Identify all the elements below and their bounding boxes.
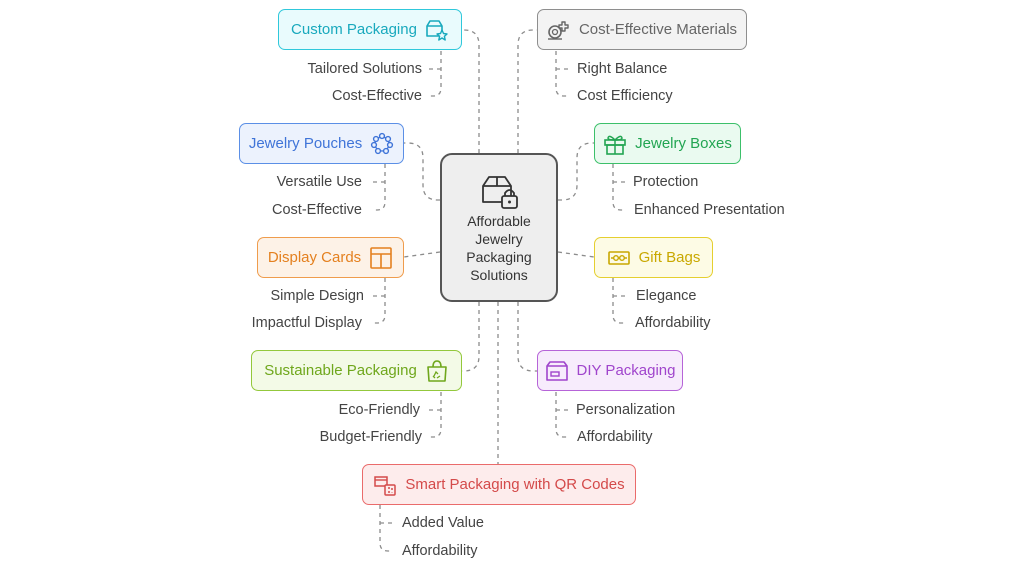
center-node: Affordable Jewelry Packaging Solutions bbox=[440, 153, 558, 302]
sub-item: Elegance bbox=[636, 288, 697, 304]
node-jewelry-pouches[interactable]: Jewelry Pouches bbox=[239, 123, 404, 164]
sub-item: Cost-Effective bbox=[272, 202, 362, 218]
box-star-icon bbox=[426, 19, 448, 41]
bracket-materials bbox=[555, 51, 569, 97]
sub-item: Tailored Solutions bbox=[307, 61, 422, 77]
sub-item: Affordability bbox=[402, 543, 478, 559]
node-label: DIY Packaging bbox=[576, 362, 676, 379]
qr-scan-icon bbox=[374, 475, 397, 496]
sub-item: Affordability bbox=[635, 315, 711, 331]
bracket-sustainable bbox=[428, 392, 442, 438]
bracket-diy bbox=[555, 392, 569, 438]
sub-item: Enhanced Presentation bbox=[634, 202, 785, 218]
sub-item: Right Balance bbox=[577, 61, 668, 77]
sub-item: Added Value bbox=[402, 515, 484, 531]
node-label: Cost-Effective Materials bbox=[578, 21, 738, 38]
node-label: Smart Packaging with QR Codes bbox=[405, 476, 625, 493]
sub-item: Protection bbox=[633, 174, 699, 190]
node-jewelry-boxes[interactable]: Jewelry Boxes bbox=[594, 123, 741, 164]
sub-item: Affordability bbox=[577, 429, 653, 445]
bracket-smart bbox=[379, 505, 393, 552]
node-custom-packaging[interactable]: Custom Packaging bbox=[278, 9, 462, 50]
connector-pouches bbox=[404, 142, 440, 201]
connector-custom bbox=[462, 29, 480, 153]
gift-icon bbox=[604, 135, 626, 155]
node-cost-effective-materials[interactable]: Cost-Effective Materials bbox=[537, 9, 747, 50]
bracket-display bbox=[372, 278, 386, 324]
node-display-cards[interactable]: Display Cards bbox=[257, 237, 404, 278]
bracket-custom bbox=[428, 51, 442, 97]
node-sustainable-packaging[interactable]: Sustainable Packaging bbox=[251, 350, 462, 391]
sub-item: Cost-Effective bbox=[332, 88, 422, 104]
coins-icon bbox=[547, 20, 569, 40]
recycle-bag-icon bbox=[426, 359, 447, 382]
sub-item: Simple Design bbox=[270, 288, 365, 304]
layout-card-icon bbox=[370, 246, 392, 269]
connector-sustainable bbox=[462, 302, 480, 372]
node-label: Gift Bags bbox=[638, 249, 701, 266]
ticket-icon bbox=[607, 250, 630, 265]
bead-ring-icon bbox=[371, 132, 394, 154]
sub-item: Eco-Friendly bbox=[338, 402, 420, 418]
node-diy-packaging[interactable]: DIY Packaging bbox=[537, 350, 683, 391]
connector-boxes bbox=[558, 142, 594, 201]
connector-giftbags bbox=[557, 251, 595, 258]
sub-item: Budget-Friendly bbox=[319, 429, 422, 445]
node-gift-bags[interactable]: Gift Bags bbox=[594, 237, 713, 278]
bracket-pouches bbox=[372, 164, 386, 211]
crate-icon bbox=[545, 360, 568, 381]
sub-item: Impactful Display bbox=[251, 315, 362, 331]
sub-item: Cost Efficiency bbox=[577, 88, 673, 104]
sub-item: Personalization bbox=[576, 402, 676, 418]
bracket-giftbags bbox=[612, 278, 626, 324]
node-label: Display Cards bbox=[267, 249, 362, 266]
node-label: Jewelry Pouches bbox=[248, 135, 363, 152]
connector-materials bbox=[517, 29, 537, 153]
center-title: Affordable Jewelry Packaging Solutions bbox=[466, 212, 532, 283]
lock-box-icon bbox=[482, 175, 518, 209]
node-label: Jewelry Boxes bbox=[635, 135, 732, 152]
sub-item: Versatile Use bbox=[276, 174, 362, 190]
node-label: Custom Packaging bbox=[291, 21, 417, 38]
bracket-boxes bbox=[612, 164, 626, 211]
node-label: Sustainable Packaging bbox=[264, 362, 417, 379]
connector-diy bbox=[517, 302, 537, 372]
node-smart-packaging[interactable]: Smart Packaging with QR Codes bbox=[362, 464, 636, 505]
connector-display bbox=[403, 251, 441, 258]
